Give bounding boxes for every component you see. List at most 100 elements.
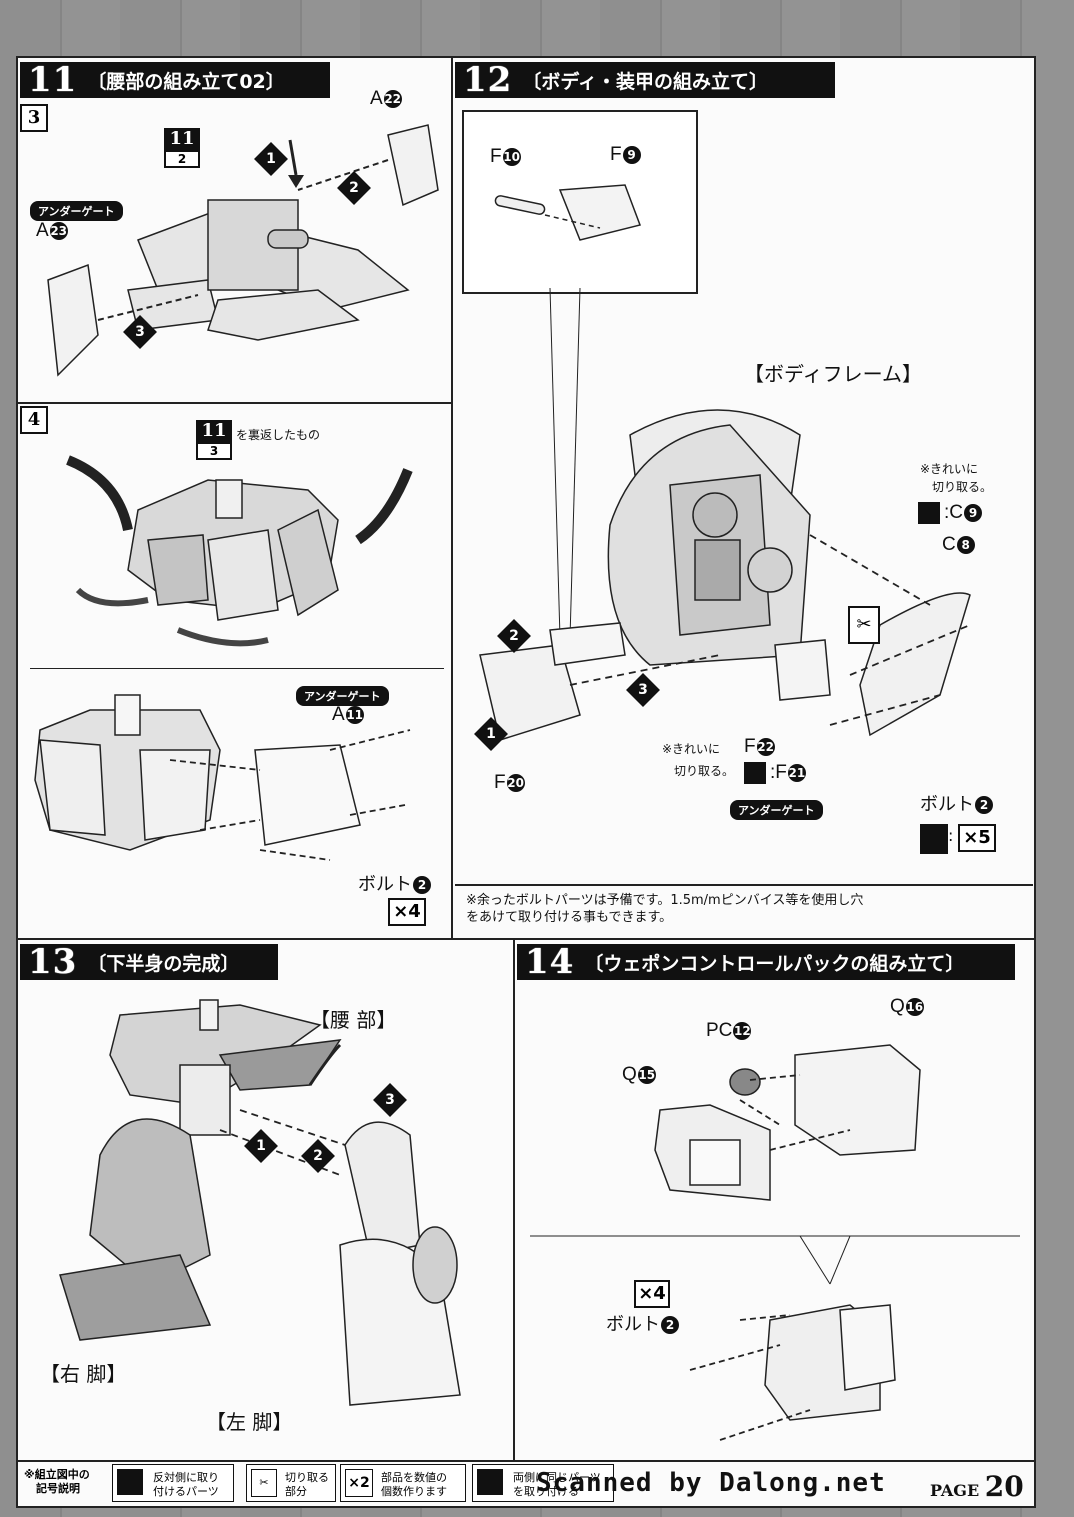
part-number-badge: 2 [975, 796, 993, 814]
body-frame-illustration [479, 409, 971, 741]
scanned-by-watermark: Scanned by Dalong.net [536, 1468, 886, 1498]
callout-3-step12: 3 [626, 673, 660, 707]
weapon-pack-illustration [654, 1044, 921, 1201]
spare-bolt-note-box [455, 884, 1033, 938]
part-number-badge: 20 [506, 773, 525, 792]
callout-1-step13: 1 [244, 1129, 278, 1163]
both-sides-icon [477, 1469, 503, 1495]
ref-step-11-3: 11 3 [196, 420, 232, 460]
part-letter: F [490, 146, 502, 167]
step14-header: 14 〔ウェポンコントロールパックの組み立て〕 [517, 942, 1015, 982]
callout-text: 1 [256, 1138, 266, 1154]
mirror-icon-2 [744, 762, 766, 784]
mirror-icon [918, 502, 940, 524]
page-number-value: 20 [984, 1470, 1024, 1503]
legend-heading-line1: ※組立図中の [24, 1468, 90, 1481]
under-gate-tag: アンダーゲート [30, 201, 123, 221]
waist-assembly-illustration-3 [47, 124, 439, 377]
step11-substep-3: 3 [20, 104, 48, 132]
part-letter: F [494, 772, 506, 793]
callout-text: 1 [266, 151, 276, 167]
waist-flip-illustration [66, 455, 413, 647]
bolt-qty-step12: ×5 [958, 824, 996, 852]
body-frame-label: 【ボディフレーム】 [744, 362, 922, 386]
divider-step11-4-inner [30, 668, 444, 669]
bolt-text: ボルト [358, 874, 412, 895]
divider-vertical-bottom [513, 938, 515, 1460]
part-number-badge: 9 [964, 503, 982, 522]
callout-1-step12: 1 [474, 717, 508, 751]
part-number-badge: 16 [905, 997, 924, 1016]
divider-vertical-top [451, 58, 453, 938]
part-letter: :F [770, 762, 787, 783]
f9-f10-parts-illustration [494, 184, 641, 241]
part-number-badge: 10 [502, 147, 521, 166]
ref-sub: 3 [196, 442, 232, 460]
step14-title: 〔ウェポンコントロールパックの組み立て〕 [584, 952, 965, 975]
step11-header: 11 〔腰部の組み立て02〕 [20, 60, 330, 100]
part-letter: C [942, 534, 956, 555]
divider-step11-sub [18, 402, 451, 404]
legend-text2: を取り付ける [513, 1485, 579, 1498]
step12-title: 〔ボディ・装甲の組み立て〕 [522, 70, 768, 93]
callout-text: 3 [638, 682, 648, 698]
legend-item-x2: ×2 部品を数値の 個数作ります [340, 1464, 466, 1502]
part-number-badge: 23 [49, 221, 68, 240]
cut-icon: ✂ [848, 606, 880, 644]
callout-text: 3 [135, 324, 145, 340]
part-letter: A [36, 220, 49, 241]
step11-title: 〔腰部の組み立て02〕 [87, 70, 285, 93]
lower-body-illustration [59, 999, 461, 1406]
legend-text2: 付けるパーツ [153, 1485, 219, 1498]
part-number-badge: 2 [661, 1316, 679, 1334]
legend-text1: 両側に同じパーツ [513, 1471, 601, 1484]
pointer-triangle [530, 1235, 1020, 1285]
step14-number: 14 [525, 942, 575, 982]
callout-1: 1 [254, 142, 288, 176]
callout-text: 2 [509, 628, 519, 644]
part-number-badge: 8 [956, 535, 975, 554]
right-leg-label: 【右 脚】 [40, 1362, 127, 1386]
legend-heading-line2: 記号説明 [36, 1482, 80, 1495]
bolt-qty-step14: ×4 [634, 1280, 670, 1308]
colon: : [948, 826, 954, 845]
callout-text: 1 [486, 726, 496, 742]
under-gate-tag-2: アンダーゲート [296, 686, 389, 706]
step13-title: 〔下半身の完成〕 [87, 952, 240, 975]
part-number-badge: 9 [622, 145, 641, 164]
bolt-text: ボルト [920, 794, 974, 815]
step11-number: 11 [28, 60, 78, 100]
callout-2: 2 [337, 171, 371, 205]
divider-footer [18, 1460, 1034, 1462]
ref-sub: 2 [164, 150, 200, 168]
ref-note: を裏返したもの [236, 428, 321, 442]
part-number-badge: 21 [787, 763, 806, 782]
step12-header: 12 〔ボディ・装甲の組み立て〕 [455, 60, 835, 100]
step13-header: 13 〔下半身の完成〕 [20, 942, 278, 982]
callout-3-step13: 3 [373, 1083, 407, 1117]
page-number: PAGE 20 [930, 1470, 1024, 1503]
waist-label: 【腰 部】 [310, 1008, 397, 1032]
callout-text: 2 [313, 1148, 323, 1164]
part-number-badge: 12 [733, 1021, 752, 1040]
page-label: PAGE [930, 1481, 980, 1500]
part-letter: A [370, 88, 383, 109]
cut-icon: ✂ [251, 1469, 277, 1497]
legend-text1: 反対側に取り [153, 1471, 219, 1484]
part-letter: Q [622, 1064, 637, 1085]
legend-text2: 部分 [285, 1485, 307, 1498]
step11-substep-4: 4 [20, 406, 48, 434]
mirror-icon [117, 1469, 143, 1495]
detail-pointer-lines [549, 288, 581, 639]
spare-bolt-note: ※余ったボルトパーツは予備です。1.5m/mピンバイス等を使用し穴をあけて取り付… [466, 893, 864, 925]
